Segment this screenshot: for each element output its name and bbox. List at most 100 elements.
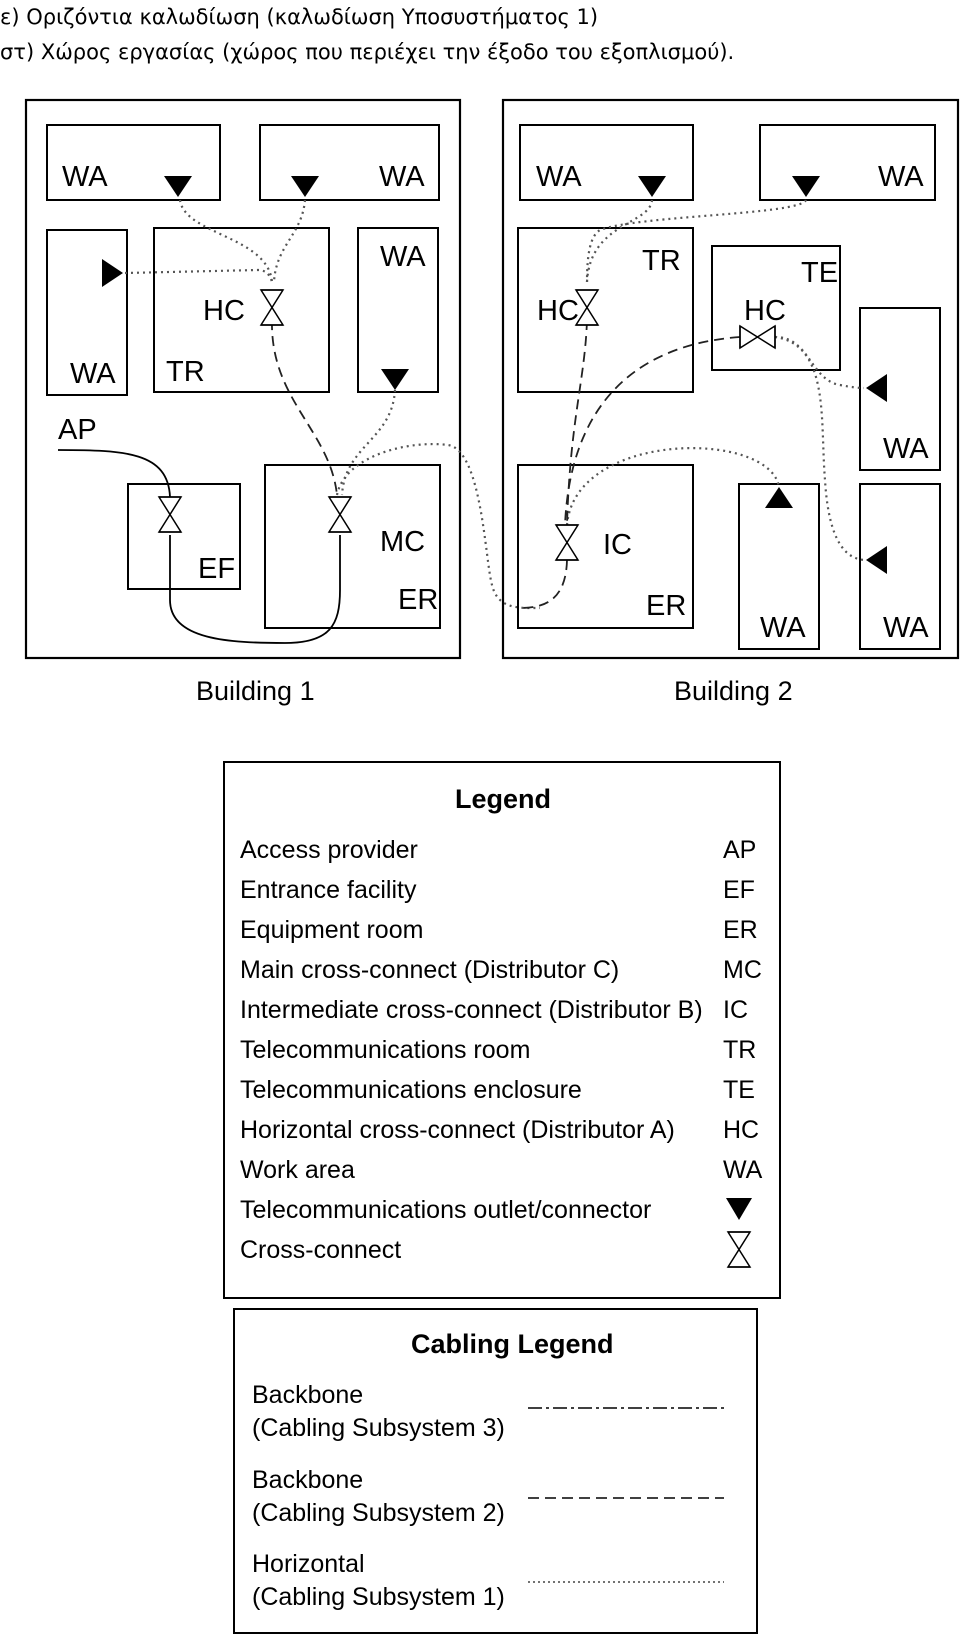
cross-connect-icon xyxy=(727,1231,751,1268)
cabling-legend-box xyxy=(233,1308,758,1634)
outlet-icon xyxy=(291,176,319,197)
horizontal-cable xyxy=(774,335,865,562)
building-2-caption: Building 2 xyxy=(674,676,793,706)
b2-wa-bottom-right-room xyxy=(859,483,941,650)
legend-item-code: ER xyxy=(723,916,758,944)
b2-er-room xyxy=(517,464,694,629)
b1-er-room xyxy=(264,464,441,629)
intro-line-st: στ) Χώρος εργασίας (χώρος που περιέχει τ… xyxy=(0,40,735,64)
legend-item-label: Horizontal cross-connect (Distributor A) xyxy=(240,1116,675,1144)
cabling-item-line2: (Cabling Subsystem 3) xyxy=(252,1414,505,1442)
b1-wa-top-right-room xyxy=(259,124,440,201)
outlet-icon xyxy=(866,546,887,574)
building-2-outline xyxy=(501,98,960,660)
b2-wa-right-upper-label: WA xyxy=(883,433,929,465)
backbone-cable-3 xyxy=(519,559,568,609)
outlet-icon xyxy=(638,176,666,197)
cabling-item-line2: (Cabling Subsystem 1) xyxy=(252,1583,505,1611)
b2-hc-tr-label: HC xyxy=(537,295,579,327)
legend-title: Legend xyxy=(455,784,551,814)
b2-wa-right-upper-room xyxy=(859,307,941,471)
b2-tr-room xyxy=(517,227,694,393)
b2-te-label: TE xyxy=(801,257,838,289)
legend-item-label: Telecommunications outlet/connector xyxy=(240,1196,651,1224)
intro-line-e: ε) Οριζόντια καλωδίωση (καλωδίωση Υποσυσ… xyxy=(0,5,599,29)
legend-items: Access provider AP Entrance facility EF … xyxy=(240,836,763,1268)
b1-er-label: ER xyxy=(398,584,438,616)
cabling-legend-title: Cabling Legend xyxy=(411,1329,614,1359)
legend-item-code: TE xyxy=(723,1076,755,1104)
intro-text: ε) Οριζόντια καλωδίωση (καλωδίωση Υποσυσ… xyxy=(0,0,960,70)
b2-wa-top-right-room xyxy=(759,124,936,201)
legend-item-label: Telecommunications room xyxy=(240,1036,530,1064)
b2-hc-te-label: HC xyxy=(744,295,786,327)
cabling-item-line2: (Cabling Subsystem 2) xyxy=(252,1499,505,1527)
b1-wa-right-room xyxy=(357,227,439,393)
b1-wa-left-room xyxy=(46,229,128,396)
legend-item-label: Equipment room xyxy=(240,916,423,944)
b1-wa-right-label: WA xyxy=(380,241,426,273)
legend-item-code: EF xyxy=(723,876,755,904)
b1-wa-top-left-room xyxy=(46,124,221,201)
b1-ap-label: AP xyxy=(58,414,97,446)
access-provider-cable xyxy=(57,449,171,498)
horizontal-cable xyxy=(124,268,274,283)
cross-connect-icon xyxy=(555,524,579,561)
horizontal-cable xyxy=(178,199,274,283)
b1-wa-left-label: WA xyxy=(70,358,116,390)
backbone-cable-2 xyxy=(271,319,338,496)
b2-te-room xyxy=(711,245,841,371)
legend-item-code: TR xyxy=(723,1036,756,1064)
backbone-cable-2 xyxy=(564,336,741,526)
legend-item-code: MC xyxy=(723,956,762,984)
b1-wa-top-left-label: WA xyxy=(62,161,108,193)
legend-item-label: Work area xyxy=(240,1156,355,1184)
legend-item-label: Intermediate cross-connect (Distributor … xyxy=(240,996,703,1024)
b2-er-label: ER xyxy=(646,590,686,622)
cross-connect-icon xyxy=(260,289,284,326)
cross-connect-icon xyxy=(575,289,599,326)
b1-tr-label: TR xyxy=(166,356,205,388)
legend-item-code: HC xyxy=(723,1116,759,1144)
backbone-cable-3 xyxy=(169,535,341,644)
outlet-icon xyxy=(866,374,887,402)
horizontal-cable xyxy=(565,447,781,526)
b1-ef-label: EF xyxy=(198,553,235,585)
outlet-icon xyxy=(765,487,793,508)
building-1-outline xyxy=(24,98,462,660)
legend-item-label: Access provider xyxy=(240,836,418,864)
horizontal-cable xyxy=(585,199,808,283)
campus-cable xyxy=(335,443,541,610)
cross-connect-icon xyxy=(328,496,352,533)
b2-wa-bottom-right-label: WA xyxy=(883,612,929,644)
cabling-item-line1: Backbone xyxy=(252,1466,363,1494)
cabling-item-line1: Horizontal xyxy=(252,1550,365,1578)
cross-connect-icon xyxy=(158,496,182,533)
outlet-icon xyxy=(792,176,820,197)
horizontal-cable xyxy=(774,335,865,390)
b1-hc-label: HC xyxy=(203,295,245,327)
legend-item-code: IC xyxy=(723,996,748,1024)
horizontal-cable xyxy=(340,389,397,496)
horizontal-cable xyxy=(585,199,654,283)
outlet-icon xyxy=(381,369,409,390)
cross-connect-icon xyxy=(739,325,776,349)
backbone-cable-2 xyxy=(566,319,588,526)
legend-item-label: Telecommunications enclosure xyxy=(240,1076,582,1104)
b2-tr-label: TR xyxy=(642,245,681,277)
outlet-icon xyxy=(164,176,192,197)
legend-item-code: WA xyxy=(723,1156,763,1184)
b1-wa-top-right-label: WA xyxy=(379,161,425,193)
building-1-caption: Building 1 xyxy=(196,676,315,706)
b1-ef-room xyxy=(127,483,241,590)
b2-wa-bottom-mid-label: WA xyxy=(760,612,806,644)
outlet-icon xyxy=(102,259,123,287)
legend-item-label: Cross-connect xyxy=(240,1236,401,1264)
b1-mc-label: MC xyxy=(380,526,425,558)
legend-box xyxy=(223,761,781,1299)
b2-wa-top-right-label: WA xyxy=(878,161,924,193)
horizontal-cable xyxy=(272,199,307,283)
legend-item-label: Main cross-connect (Distributor C) xyxy=(240,956,619,984)
b2-wa-top-left-label: WA xyxy=(536,161,582,193)
